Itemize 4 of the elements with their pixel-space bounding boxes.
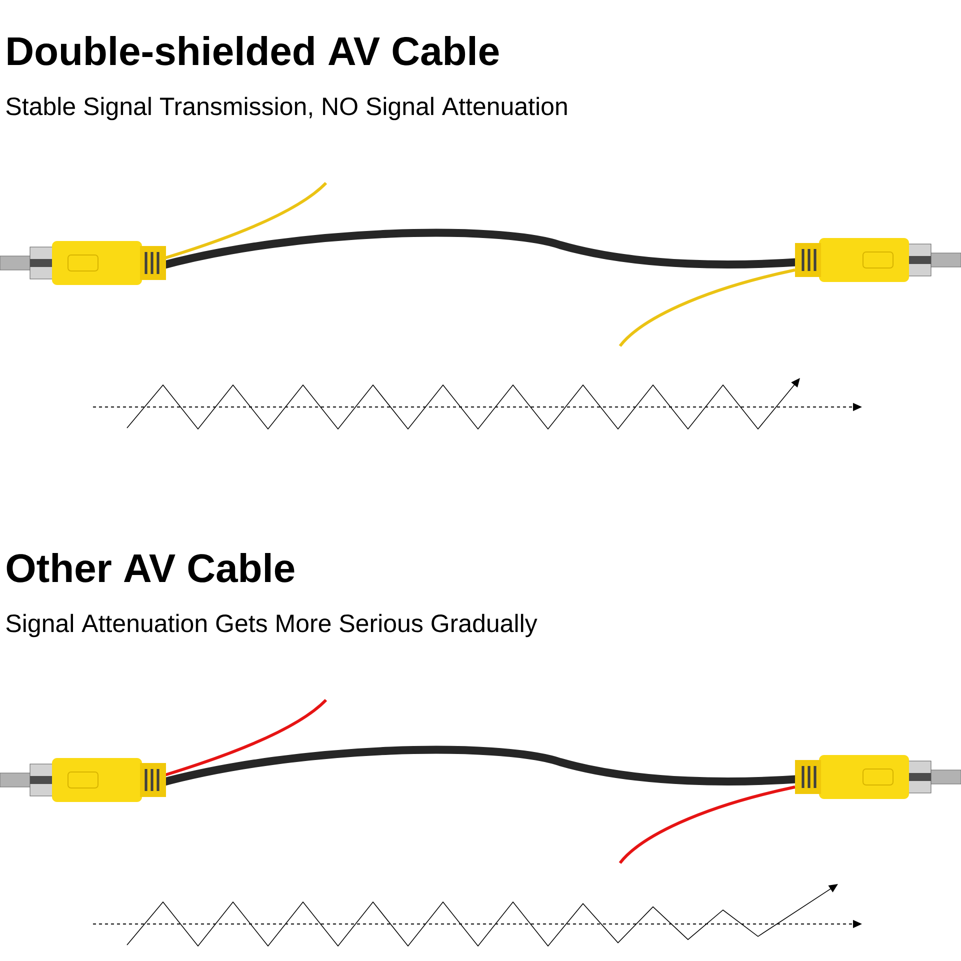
subheading: Stable Signal Transmission, NO Signal Attenuation (6, 96, 567, 120)
heading: Double-shielded AV Cable (8, 36, 499, 66)
heading: Other AV Cable (6, 553, 294, 582)
subheading: Signal Attenuation Gets More Serious Gradually (6, 614, 538, 638)
